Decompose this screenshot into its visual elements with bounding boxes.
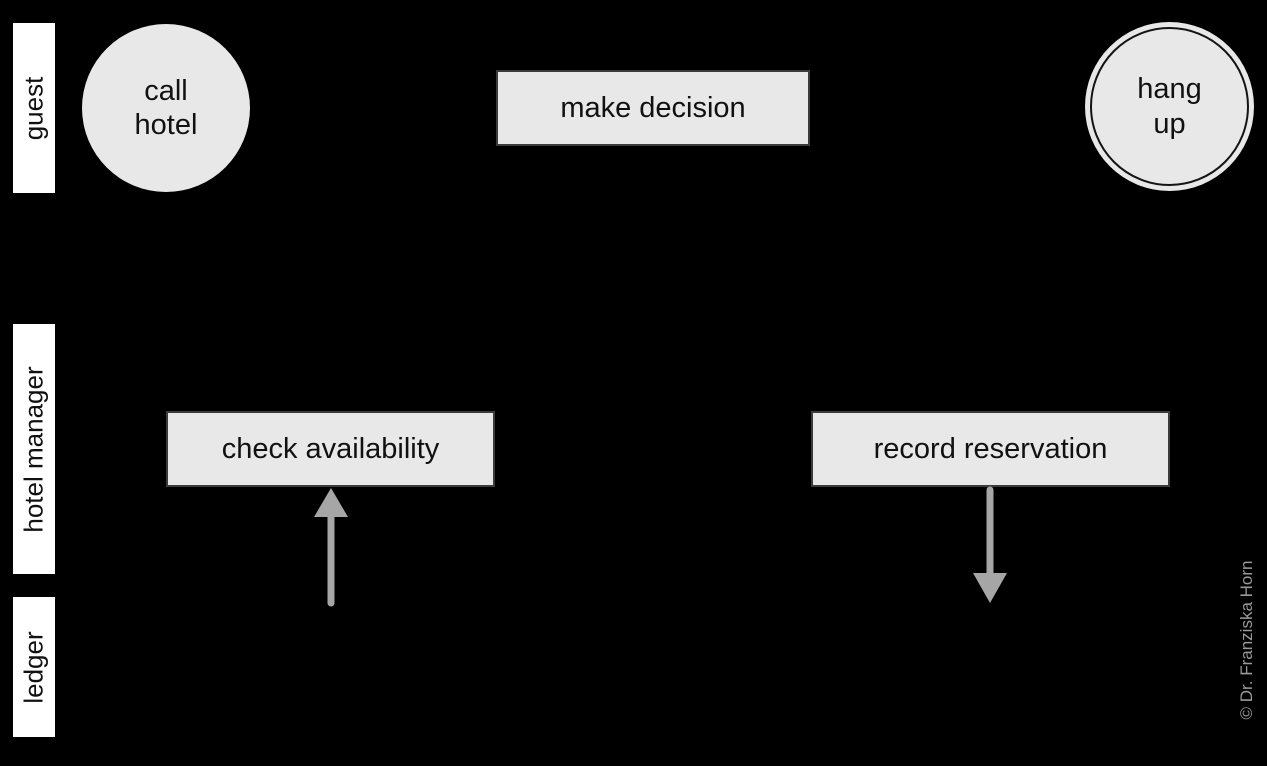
task-check-availability-label: check availability [221, 432, 440, 465]
start-event-label: call hotel [134, 74, 198, 141]
task-check-availability: check availability [166, 411, 495, 487]
start-event-call-hotel: call hotel [82, 24, 250, 192]
lane-label-hotel-manager-text: hotel manager [18, 365, 49, 533]
task-make-decision: make decision [496, 70, 810, 146]
copyright-credit: © Dr. Franziska Horn [1237, 560, 1256, 720]
task-record-reservation-label: record reservation [873, 432, 1108, 465]
end-event-hang-up: hang up [1085, 22, 1254, 191]
task-record-reservation: record reservation [811, 411, 1170, 487]
lane-label-ledger-text: ledger [18, 630, 49, 704]
lane-label-guest: guest [13, 23, 55, 193]
lane-label-guest-text: guest [18, 76, 49, 140]
end-event-label: hang up [1137, 73, 1202, 140]
arrow-ledger-to-check-availability-icon [314, 488, 348, 607]
end-event-inner-ring [1090, 27, 1249, 186]
lane-label-hotel-manager: hotel manager [13, 324, 55, 574]
arrow-record-reservation-to-ledger-icon [973, 486, 1007, 603]
lane-label-ledger: ledger [13, 597, 55, 737]
task-make-decision-label: make decision [560, 91, 746, 124]
